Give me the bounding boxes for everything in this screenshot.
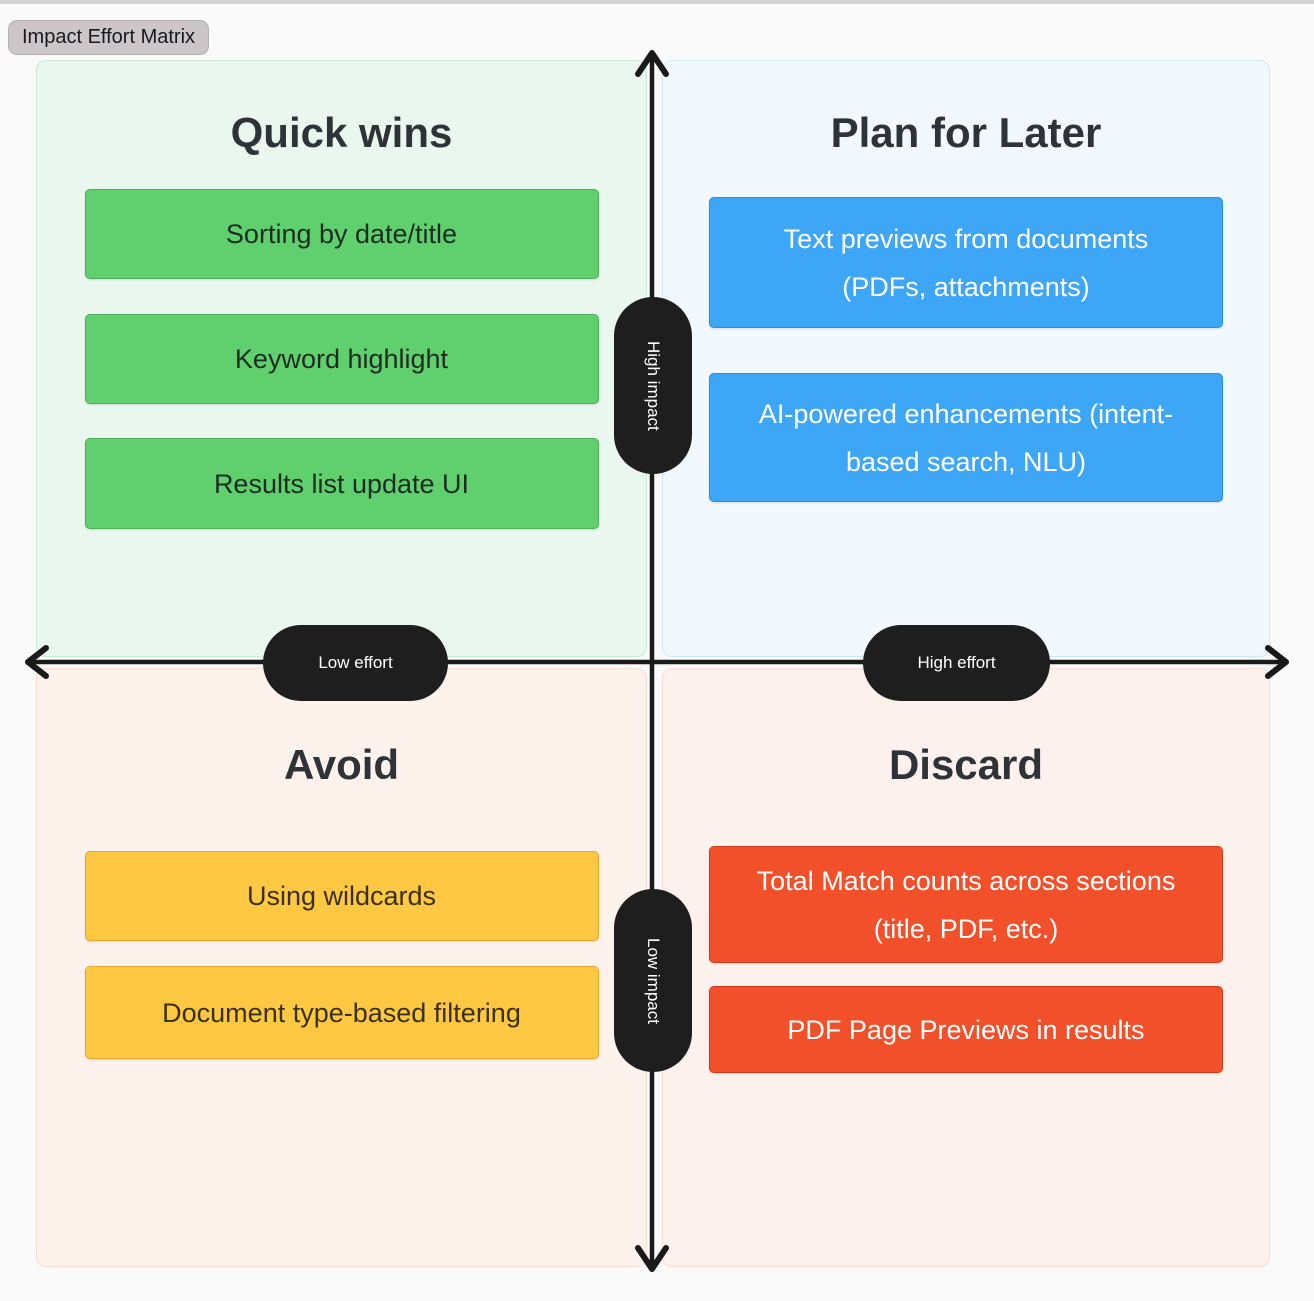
quadrant-discard[interactable]: Discard Total Match counts across sectio… <box>662 668 1270 1267</box>
matrix-card-label: Sorting by date/title <box>225 219 458 249</box>
matrix-card[interactable]: PDF Page Previews in results <box>709 986 1223 1073</box>
axis-label-text: Low impact <box>644 937 663 1024</box>
quadrant-title: Plan for Later <box>830 109 1102 156</box>
diagram-title-tag-label: Impact Effort Matrix <box>22 26 196 48</box>
axis-label-high-impact[interactable]: High impact <box>614 297 692 474</box>
quadrant-avoid[interactable]: Avoid Using wildcards Document type-base… <box>36 668 647 1267</box>
matrix-card[interactable]: Total Match counts across sections (titl… <box>709 846 1223 963</box>
top-edge-strip <box>0 0 1314 4</box>
quadrant-title: Avoid <box>283 741 400 788</box>
axis-label-text: Low effort <box>318 653 393 672</box>
matrix-card[interactable]: Document type-based filtering <box>84 966 599 1059</box>
matrix-card[interactable]: Keyword highlight <box>84 314 599 404</box>
matrix-card[interactable]: AI-powered enhancements (intent-based se… <box>709 373 1223 502</box>
quadrant-title: Discard <box>888 741 1044 788</box>
matrix-card-label: Text previews from documents (PDFs, atta… <box>783 223 1149 302</box>
quadrant-plan-for-later[interactable]: Plan for Later Text previews from docume… <box>662 60 1270 657</box>
matrix-card-label: PDF Page Previews in results <box>787 1014 1145 1045</box>
matrix-card-label: Total Match counts across sections (titl… <box>756 865 1176 944</box>
matrix-card-label: AI-powered enhancements (intent-based se… <box>758 398 1174 477</box>
axis-label-text: High impact <box>644 340 663 431</box>
axis-label-text: High effort <box>917 653 996 672</box>
matrix-card-label: Keyword highlight <box>234 344 449 374</box>
matrix-card-label: Results list update UI <box>213 468 470 499</box>
axis-label-low-effort[interactable]: Low effort <box>263 625 448 701</box>
quadrant-title: Quick wins <box>230 109 453 156</box>
axis-label-low-impact[interactable]: Low impact <box>614 889 692 1072</box>
matrix-card[interactable]: Results list update UI <box>84 438 599 529</box>
matrix-card-label: Document type-based filtering <box>162 997 521 1028</box>
axis-label-high-effort[interactable]: High effort <box>863 625 1050 701</box>
matrix-card[interactable]: Sorting by date/title <box>84 189 599 279</box>
diagram-title-tag[interactable]: Impact Effort Matrix <box>8 20 210 55</box>
matrix-card[interactable]: Text previews from documents (PDFs, atta… <box>709 197 1223 328</box>
matrix-card[interactable]: Using wildcards <box>84 851 599 941</box>
arrow-right-icon <box>1265 645 1289 679</box>
matrix-card-label: Using wildcards <box>246 881 437 911</box>
quadrant-quick-wins[interactable]: Quick wins Sorting by date/title Keyword… <box>36 60 647 657</box>
